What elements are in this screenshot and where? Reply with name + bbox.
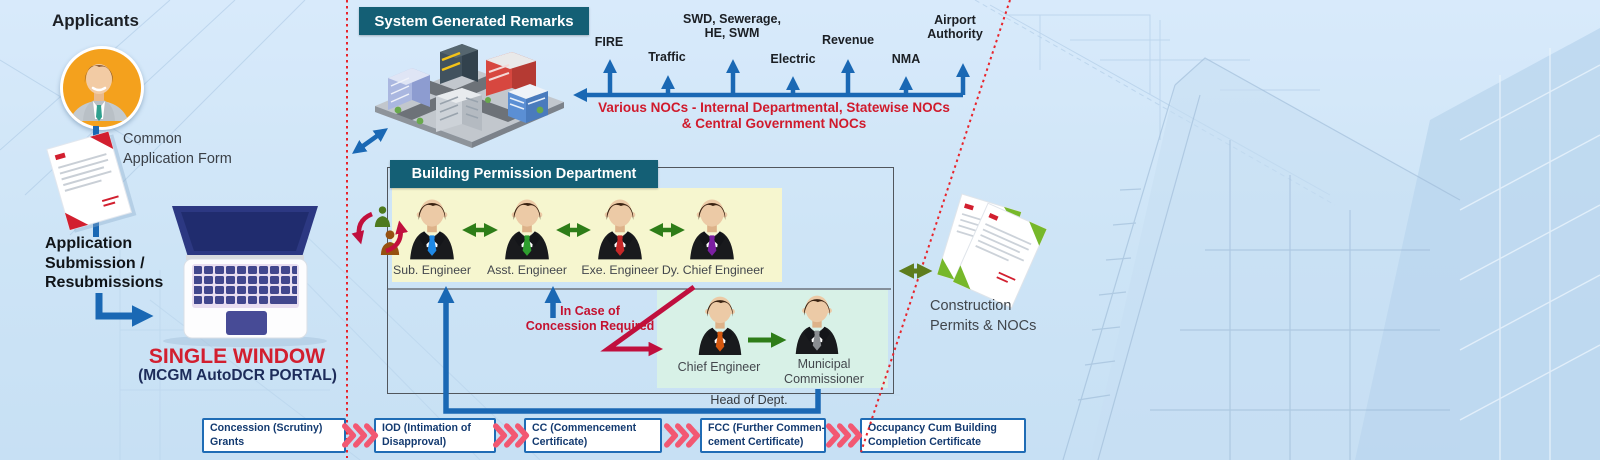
exe-engineer-label: Exe. Engineer — [581, 263, 659, 277]
asst-engineer-label: Asst. Engineer — [487, 263, 567, 277]
submission-label: Application Submission / Resubmissions — [45, 235, 164, 292]
noc-label-electric: Electric — [770, 52, 816, 66]
applicant-avatar-icon — [60, 46, 144, 130]
remarks-banner-label: System Generated Remarks — [374, 12, 574, 30]
step-label: IOD (Intimation of Disapproval) — [382, 421, 471, 448]
step-label: CC (Commencement Certificate) — [532, 421, 637, 448]
concession-note: In Case of Concession Required — [525, 304, 655, 334]
various-nocs-note: Various NOCs - Internal Departmental, St… — [598, 100, 950, 132]
portal-subtitle: (MCGM AutoDCR PORTAL) — [138, 367, 337, 384]
sub-engineer-label: Sub. Engineer — [393, 263, 471, 277]
documents-stack-icon — [936, 193, 1048, 309]
single-window-title: SINGLE WINDOW — [148, 345, 326, 368]
noc-label-nma: NMA — [891, 52, 921, 66]
bpd-banner-label: Building Permission Department — [411, 166, 637, 182]
head-of-dept-label: Head of Dept. — [710, 393, 788, 407]
dy-chief-engineer-label: Dy. Chief Engineer — [661, 263, 765, 277]
noc-branch-arrows — [573, 59, 970, 102]
building-permission-dept-banner: Building Permission Department — [390, 160, 658, 188]
noc-label-revenue: Revenue — [821, 33, 875, 47]
remarks-exchange-arrow — [352, 128, 388, 154]
process-step-cc: CC (Commencement Certificate) — [524, 418, 662, 453]
step-label: Concession (Scrutiny) Grants — [210, 421, 323, 448]
construction-permits-label: Construction Permits & NOCs — [930, 298, 1037, 335]
noc-label-swd: SWD, Sewerage, HE, SWM — [683, 12, 781, 41]
applicants-title: Applicants — [52, 11, 139, 30]
process-step-iod: IOD (Intimation of Disapproval) — [374, 418, 496, 453]
process-step-fcc: FCC (Further Commen- cement Certificate) — [700, 418, 826, 453]
process-step-concession: Concession (Scrutiny) Grants — [202, 418, 346, 453]
chief-engineer-label: Chief Engineer — [677, 360, 761, 374]
process-step-occupancy: Occupancy Cum Building Completion Certif… — [860, 418, 1026, 453]
common-form-label: Common Application Form — [123, 131, 232, 167]
noc-label-traffic: Traffic — [648, 50, 686, 64]
noc-label-airport: Airport Authority — [927, 13, 983, 42]
laptop-icon — [163, 206, 327, 347]
system-generated-remarks-banner: System Generated Remarks — [359, 7, 589, 35]
noc-label-fire: FIRE — [594, 35, 624, 49]
city-illustration — [375, 44, 564, 148]
municipal-commissioner-label: Municipal Commissioner — [784, 357, 864, 386]
step-label: FCC (Further Commen- cement Certificate) — [708, 421, 826, 448]
step-label: Occupancy Cum Building Completion Certif… — [868, 421, 997, 448]
